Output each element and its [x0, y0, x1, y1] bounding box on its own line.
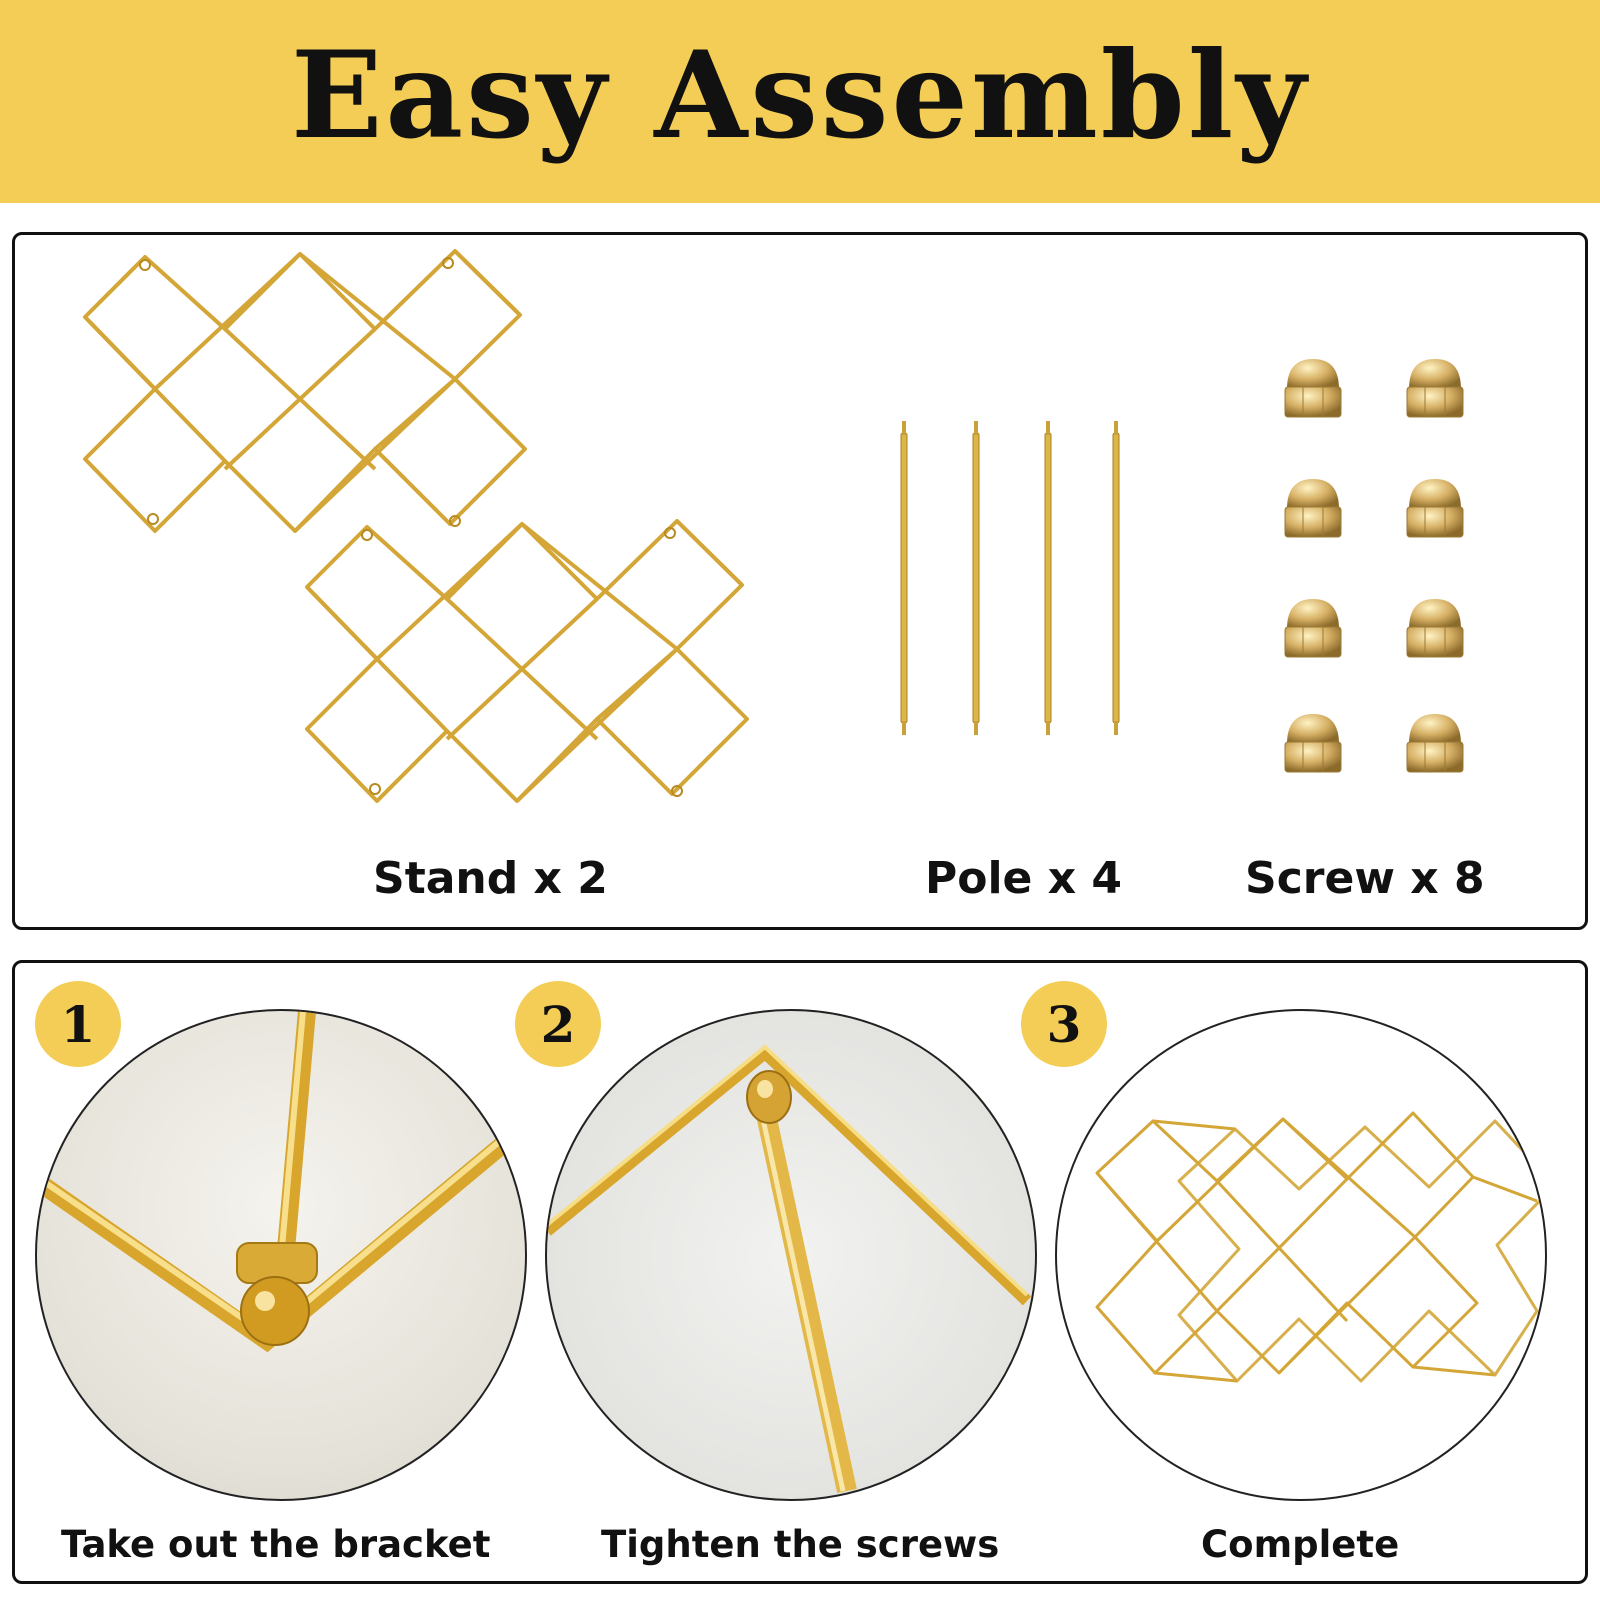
step-2-image: [545, 1009, 1037, 1501]
header-banner: Easy Assembly: [0, 0, 1600, 203]
screw-label: Screw x 8: [1245, 853, 1485, 904]
step-1-label: Take out the bracket: [61, 1523, 491, 1566]
step-1-badge: 1: [35, 981, 121, 1067]
step-2-badge: 2: [515, 981, 601, 1067]
parts-panel: Stand x 2 Pole x 4: [12, 232, 1588, 930]
bracket-closeup-icon: [37, 1011, 516, 1353]
wine-rack-complete-icon: [1095, 1111, 1545, 1383]
stand-frame-icon: [83, 249, 749, 803]
step-3-badge: 3: [1021, 981, 1107, 1067]
page-title: Easy Assembly: [290, 25, 1310, 166]
cap-nut-icon: [1284, 358, 1464, 773]
stand-label: Stand x 2: [373, 853, 608, 904]
pole-label: Pole x 4: [925, 853, 1123, 904]
step-3-label: Complete: [1201, 1523, 1400, 1566]
step-2-label: Tighten the screws: [601, 1523, 1000, 1566]
step-3-image: [1055, 1009, 1547, 1501]
screw-closeup-icon: [547, 1044, 1032, 1494]
step-1-image: [35, 1009, 527, 1501]
pole-icon: [900, 421, 1120, 735]
steps-panel: 1 Take out the bracket 2 Tighten the scr…: [12, 960, 1588, 1584]
